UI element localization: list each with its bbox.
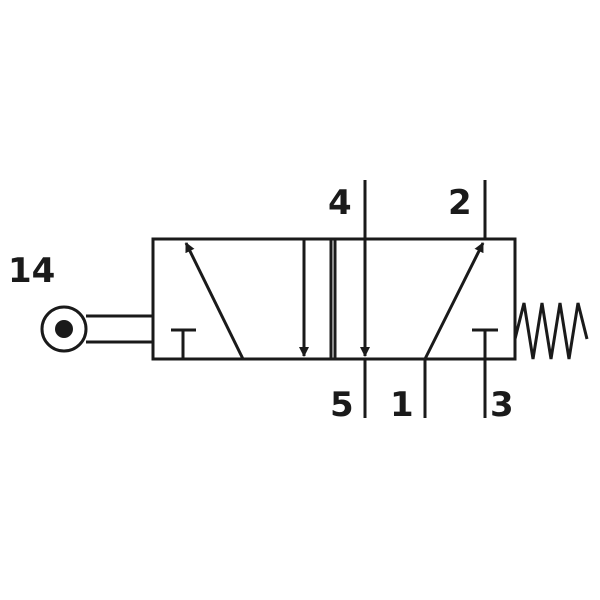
port-label-1: 1 [390,385,414,425]
right-position [360,239,498,360]
port-label-2: 2 [448,183,472,223]
right-diagonal-arrow [423,242,485,360]
left-diagonal-arrow [184,242,245,360]
spring-return [513,302,589,360]
port-label-4: 4 [328,183,352,223]
roller-actuator [40,305,153,353]
roller-inner-dot [55,320,73,338]
port-label-3: 3 [490,385,514,425]
left-position [171,239,309,360]
port-label-14: 14 [8,251,55,291]
port-label-5: 5 [330,385,354,425]
roller-outer-circle [40,305,88,353]
